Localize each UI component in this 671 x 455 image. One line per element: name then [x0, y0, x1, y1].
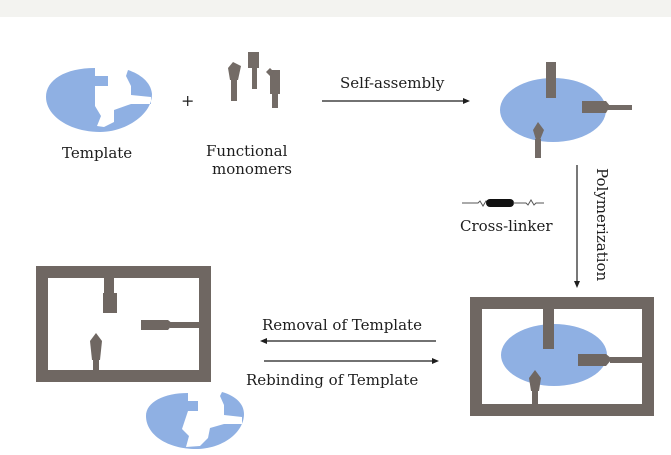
- template-shape: [46, 68, 152, 132]
- polymerization-arrowhead: [574, 281, 580, 288]
- imprinted-polymer-cavity: [36, 266, 211, 382]
- removal-arrowhead: [260, 338, 267, 344]
- functional-label-line1: Functional: [206, 142, 288, 160]
- cross-linker-label: Cross-linker: [460, 217, 553, 235]
- functional-monomers: [228, 52, 280, 108]
- released-template-shape: [146, 392, 244, 449]
- cross-linker-icon: [462, 199, 544, 207]
- functional-label-line2: monomers: [212, 160, 292, 178]
- imprinted-polymer-with-template: [470, 297, 654, 416]
- self-assembly-label: Self-assembly: [340, 74, 445, 92]
- template-label: Template: [62, 144, 132, 162]
- rebinding-arrowhead: [432, 358, 439, 364]
- self-assembly-arrowhead: [463, 98, 470, 104]
- assembled-complex: [500, 62, 632, 158]
- top-bar: [0, 0, 671, 17]
- removal-label: Removal of Template: [262, 316, 422, 334]
- rebinding-label: Rebinding of Template: [246, 371, 418, 389]
- plus-sign: +: [181, 91, 194, 110]
- polymerization-label: Polymerization: [593, 168, 611, 282]
